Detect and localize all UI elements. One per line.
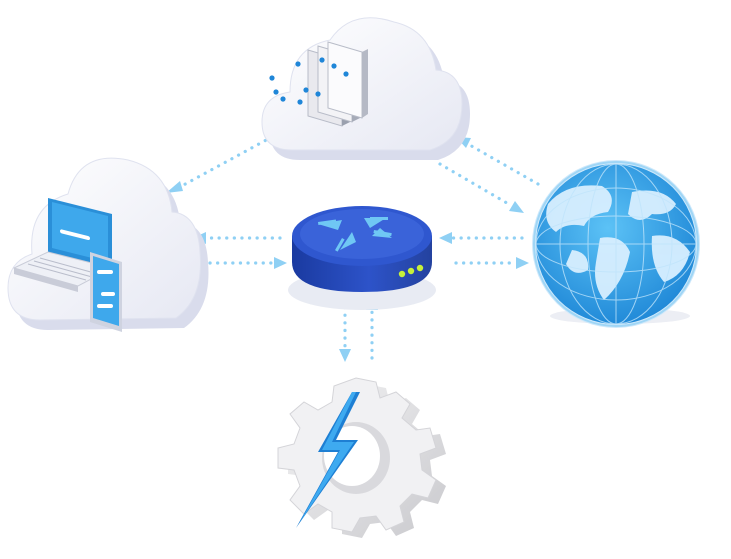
gear-node	[277, 377, 446, 538]
globe-grid	[535, 163, 697, 325]
router-node	[288, 206, 436, 310]
connector-router-globe	[439, 232, 529, 269]
router-arrows-icon	[318, 217, 392, 252]
globe-node	[532, 160, 700, 328]
gear-icon	[277, 377, 446, 538]
phone-icon	[90, 252, 122, 332]
server-rack-icon	[269, 41, 368, 127]
cloud-devices-node	[7, 157, 209, 332]
laptop-icon	[12, 198, 114, 292]
cloud-server-node	[261, 17, 470, 160]
status-leds	[398, 264, 424, 278]
